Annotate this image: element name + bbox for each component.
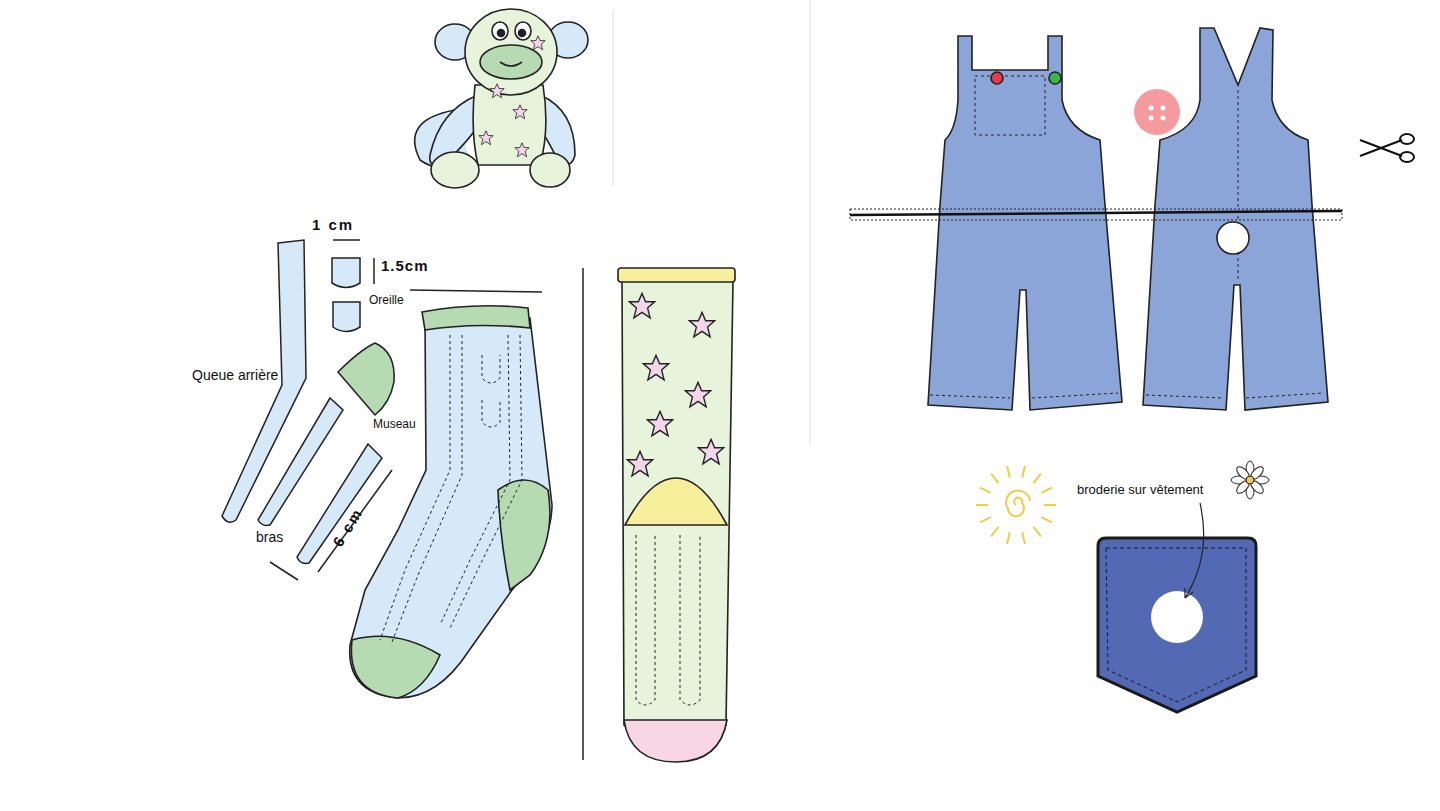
- sun-ray: [1007, 532, 1010, 544]
- pocket: [1098, 503, 1256, 712]
- dimension-label: 1 cm: [312, 217, 354, 234]
- sun-ray: [1022, 532, 1025, 544]
- sun-ray: [991, 527, 998, 536]
- overalls: [928, 28, 1328, 410]
- daisy: [1231, 461, 1269, 499]
- sun: [976, 466, 1056, 544]
- sun-ray: [1041, 517, 1052, 522]
- part-name: Queue arrière: [192, 368, 278, 383]
- part-name: bras: [256, 530, 283, 545]
- sock-monkey: [415, 9, 588, 188]
- part-name: Museau: [373, 418, 416, 431]
- sun-ray: [1007, 466, 1010, 478]
- cut-line: [850, 209, 1342, 220]
- sun-ray: [976, 504, 988, 506]
- pink-button: [1134, 89, 1180, 135]
- scissors: [1360, 134, 1414, 162]
- sun-ray: [1033, 527, 1040, 536]
- sun-ray: [980, 488, 991, 493]
- blue-sock: [350, 306, 552, 698]
- dimension-label: 1.5cm: [381, 258, 429, 275]
- annotation: broderie sur vêtement: [1077, 483, 1203, 497]
- green-sock: [618, 268, 735, 762]
- part-name: Oreille: [369, 294, 404, 307]
- sun-ray: [1022, 466, 1025, 478]
- pattern-pieces: [222, 240, 394, 563]
- sun-ray: [980, 517, 991, 522]
- sun-ray: [1033, 474, 1040, 483]
- sun-ray: [991, 474, 998, 483]
- sun-ray: [1044, 504, 1056, 506]
- sun-ray: [1041, 488, 1052, 493]
